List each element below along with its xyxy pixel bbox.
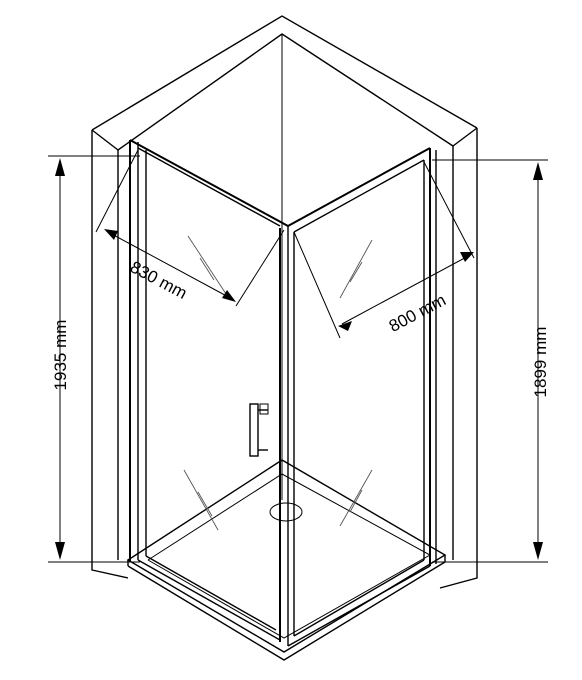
- wall-outline: [91, 15, 478, 589]
- height-left-label: 1935 mm: [51, 320, 70, 391]
- width-left-label: 830 mm: [127, 257, 190, 303]
- drain-icon: [269, 502, 303, 522]
- height-dimension-right: [432, 159, 548, 563]
- height-dimension-left: [48, 155, 140, 563]
- left-glass-door: [129, 139, 289, 646]
- width-dimension-right: [293, 161, 475, 339]
- right-glass-panel: [287, 147, 437, 647]
- width-dimension-left: [95, 149, 285, 307]
- door-handle-icon: [249, 403, 269, 457]
- width-right-label: 800 mm: [386, 290, 449, 336]
- shower-tray: [126, 459, 447, 661]
- glass-reflections: [183, 235, 373, 531]
- height-right-label: 1899 mm: [531, 327, 550, 398]
